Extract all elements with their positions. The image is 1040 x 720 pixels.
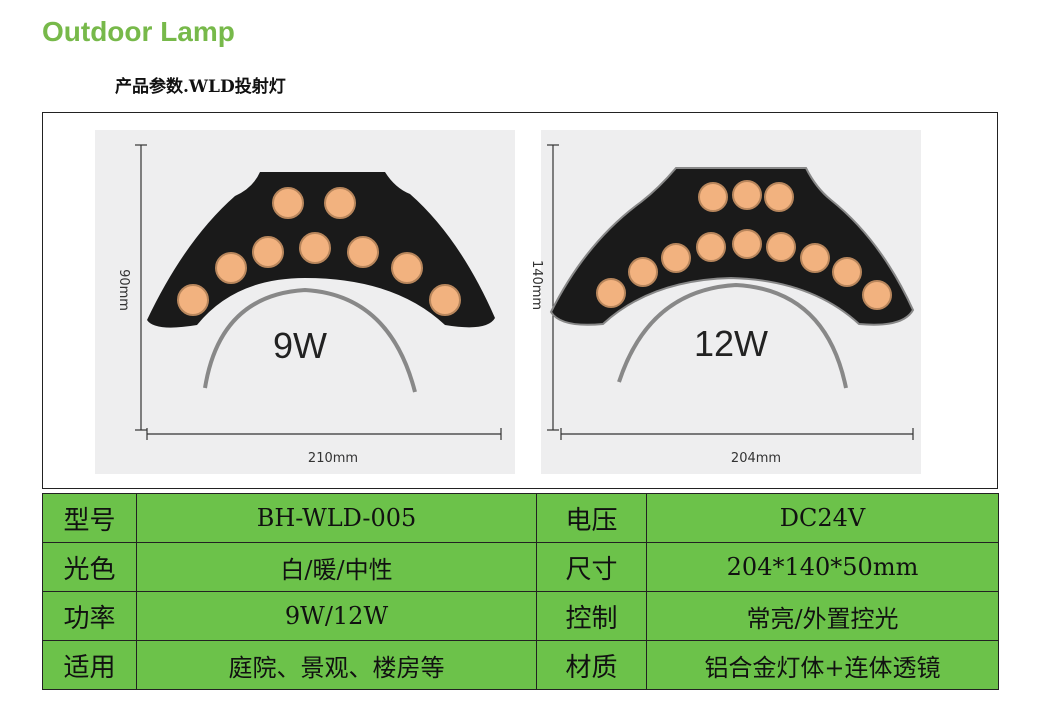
spec-label: 电压 bbox=[536, 493, 647, 543]
led-array bbox=[177, 187, 461, 316]
spec-value: 9W/12W bbox=[136, 591, 537, 641]
lamp-photo-12w: 140mm 204mm 12W bbox=[529, 130, 921, 474]
spec-label: 尺寸 bbox=[536, 542, 647, 592]
spec-value: 铝合金灯体+连体透镜 bbox=[646, 640, 999, 690]
mounting-bracket bbox=[617, 282, 848, 389]
spec-table: 型号 BH-WLD-005 电压 DC24V 光色 白/暖/中性 尺寸 204*… bbox=[42, 493, 999, 690]
lamp-drawing-12w: 140mm 204mm 12W bbox=[529, 144, 915, 466]
table-row: 型号 BH-WLD-005 电压 DC24V bbox=[42, 493, 999, 543]
page-subtitle: 产品参数.WLD投射灯 bbox=[115, 77, 286, 97]
spec-value: BH-WLD-005 bbox=[136, 493, 537, 543]
spec-value: 庭院、景观、楼房等 bbox=[136, 640, 537, 690]
led-array bbox=[596, 180, 892, 310]
spec-label: 功率 bbox=[42, 591, 137, 641]
spec-value: DC24V bbox=[646, 493, 999, 543]
spec-label: 光色 bbox=[42, 542, 137, 592]
spec-label: 材质 bbox=[536, 640, 647, 690]
mounting-bracket bbox=[203, 287, 417, 393]
spec-label: 型号 bbox=[42, 493, 137, 543]
height-dimension-label: 140mm bbox=[529, 260, 544, 310]
spec-value: 常亮/外置控光 bbox=[646, 591, 999, 641]
wattage-label: 12W bbox=[694, 323, 768, 364]
spec-value: 204*140*50mm bbox=[646, 542, 999, 592]
wattage-label: 9W bbox=[273, 325, 327, 366]
height-dimension-label: 90mm bbox=[116, 269, 131, 311]
spec-label: 适用 bbox=[42, 640, 137, 690]
table-row: 适用 庭院、景观、楼房等 材质 铝合金灯体+连体透镜 bbox=[42, 640, 999, 690]
table-row: 光色 白/暖/中性 尺寸 204*140*50mm bbox=[42, 542, 999, 592]
spec-value: 白/暖/中性 bbox=[136, 542, 537, 592]
spec-label: 控制 bbox=[536, 591, 647, 641]
width-dimension-label: 204mm bbox=[731, 451, 781, 466]
page-title: Outdoor Lamp bbox=[42, 16, 235, 47]
table-row: 功率 9W/12W 控制 常亮/外置控光 bbox=[42, 591, 999, 641]
product-image-frame: 90mm 210mm 9W 140mm bbox=[42, 112, 998, 489]
width-dimension-label: 210mm bbox=[308, 451, 358, 466]
lamp-photo-9w: 90mm 210mm 9W bbox=[95, 130, 515, 474]
lamp-drawing-9w: 90mm 210mm 9W bbox=[116, 144, 502, 466]
